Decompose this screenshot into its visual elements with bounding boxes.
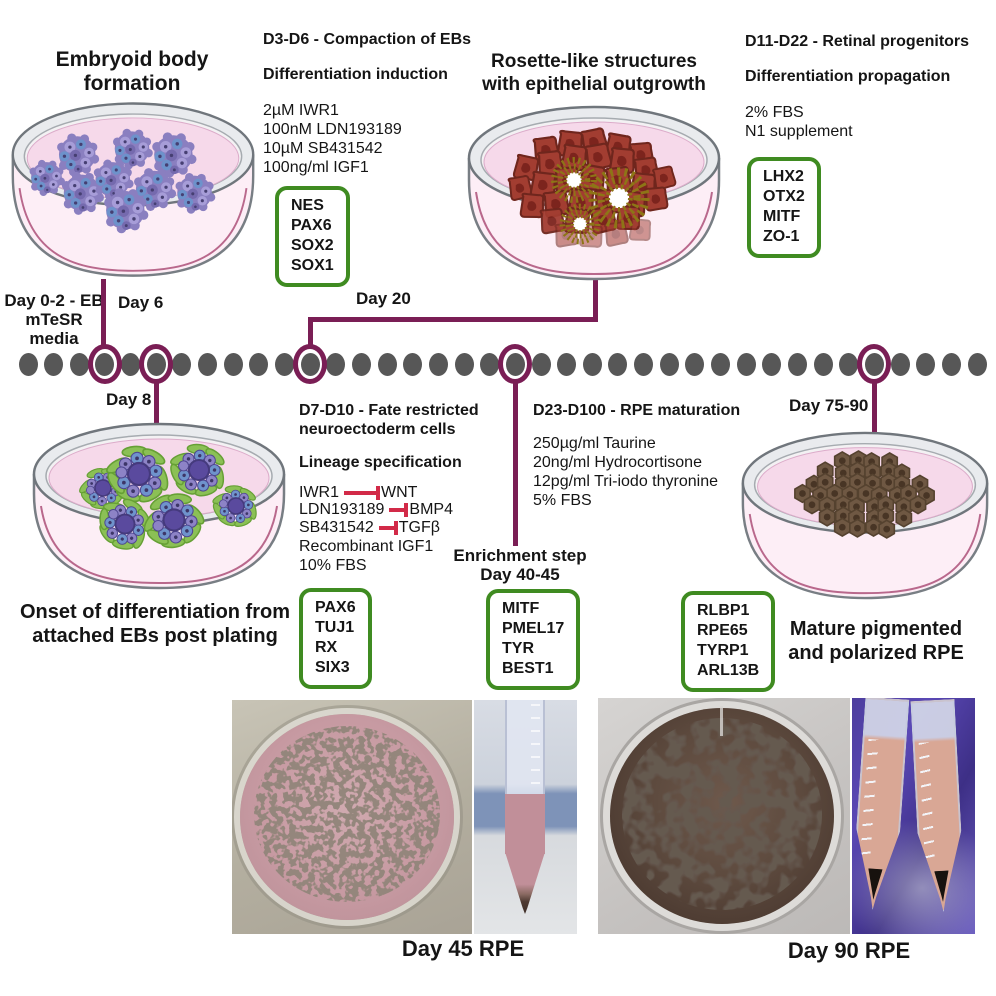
connector-day8: [154, 383, 159, 430]
enrichment-label: Enrichment step Day 40-45: [453, 546, 587, 584]
timeline-dot: [69, 352, 89, 376]
tube-graduations: [531, 704, 540, 844]
timeline-marker-ring-day6: [88, 344, 122, 384]
timeline-dot: [916, 352, 936, 376]
eb-formation-title: Embryoid body formation: [55, 48, 209, 95]
maturation-block: D23-D100 - RPE maturation 250µg/ml Tauri…: [533, 401, 748, 510]
attached-eb-dish-illustration: [32, 422, 286, 590]
inhibition-row: IWR1 WNT: [299, 483, 418, 501]
timeline-marker-ring-day8: [139, 344, 173, 384]
day45-photo-label: Day 45 RPE: [401, 936, 525, 961]
fate-extras: Recombinant IGF1 10% FBS: [299, 537, 434, 574]
mature-rpe-title: Mature pigmented and polarized RPE: [788, 618, 964, 664]
day45-pigment-speckle: [254, 726, 440, 902]
onset-title: Onset of differentiation from attached E…: [20, 601, 290, 647]
fate-inhibitions: IWR1 WNT LDN193189 BMP4 SB431542 TGFβ: [299, 484, 499, 537]
timeline-dot: [788, 352, 807, 376]
fate-subheading: Lineage specification: [299, 454, 462, 471]
day90-pigment-texture: [622, 718, 822, 910]
marker-box-enrichment: MITF PMEL17 TYR BEST1: [486, 589, 581, 690]
inhibition-row: LDN193189 BMP4: [299, 501, 453, 519]
timeline-dot: [428, 352, 448, 376]
retinal-block: D11-D22 - Retinal progenitors Differenti…: [745, 32, 990, 141]
timeline-dot: [377, 352, 397, 376]
compaction-block: D3-D6 - Compaction of EBs Differentiatio…: [263, 30, 483, 177]
connector-day6: [101, 279, 106, 345]
timeline-marker-ring-day40: [498, 344, 532, 384]
timeline-dot: [685, 352, 705, 376]
timeline-dot: [18, 352, 38, 376]
timeline-dot: [172, 352, 192, 376]
compaction-heading: D3-D6 - Compaction of EBs: [263, 31, 472, 48]
compaction-reagents: 2µM IWR1 100nM LDN193189 10µM SB431542 1…: [263, 102, 402, 176]
inhibition-arrow: [344, 485, 380, 500]
eb-formation-dish-illustration: [11, 102, 255, 277]
timeline-marker-ring-day20: [293, 344, 327, 384]
timeline-dot: [403, 352, 423, 376]
timeline-dot: [480, 352, 500, 376]
marker-box-retinal: LHX2 OTX2 MITF ZO-1: [747, 157, 821, 258]
day90-tubes-photo: [852, 698, 975, 934]
day90-photo-label: Day 90 RPE: [787, 938, 911, 963]
retinal-subheading: Differentiation propagation: [745, 68, 951, 85]
timeline-dot: [634, 352, 654, 376]
timeline-dot: [557, 352, 577, 376]
rosette-title: Rosette-like structures with epithelial …: [482, 51, 706, 95]
timeline-dot: [44, 352, 64, 376]
timeline-dot: [351, 352, 371, 376]
maturation-heading: D23-D100 - RPE maturation: [533, 402, 741, 419]
timeline-dot: [711, 352, 731, 376]
timeline-dot: [582, 352, 602, 376]
timeline-dot: [223, 352, 243, 376]
day45-tube-photo: [474, 700, 577, 934]
timeline-dot: [275, 352, 294, 376]
label-day0-2: Day 0-2 - EB mTeSR media: [4, 291, 104, 348]
timeline-dot: [198, 352, 218, 376]
timeline-dot: [531, 352, 551, 376]
connector-day20-horizontal: [308, 317, 598, 322]
label-day6: Day 6: [118, 293, 164, 312]
timeline-dot: [121, 352, 141, 376]
timeline-dot: [454, 352, 474, 376]
timeline-dot: [736, 352, 756, 376]
timeline-dot: [839, 352, 859, 376]
tube-media: [505, 794, 545, 854]
connector-rosette-dish: [593, 279, 598, 322]
inhibition-row: SB431542 TGFβ: [299, 518, 440, 536]
plate-notch: [720, 706, 723, 736]
timeline-dot: [813, 352, 833, 376]
day45-dish-photo: [232, 700, 472, 934]
connector-day20-vertical: [308, 319, 313, 346]
timeline-marker-ring-day7590: [857, 344, 891, 384]
retinal-heading: D11-D22 - Retinal progenitors: [745, 33, 970, 50]
connector-enrichment: [513, 383, 518, 546]
label-day20: Day 20: [356, 289, 411, 308]
timeline-dot: [249, 352, 269, 376]
timeline-dot: [941, 352, 961, 376]
timeline-dot: [762, 352, 782, 376]
marker-box-compaction: NES PAX6 SOX2 SOX1: [275, 186, 350, 287]
mature-rpe-dish-illustration: [741, 431, 989, 600]
day90-dish-photo: [598, 698, 850, 934]
fate-heading: D7-D10 - Fate restricted neuroectoderm c…: [299, 402, 479, 438]
fate-block: D7-D10 - Fate restricted neuroectoderm c…: [299, 401, 499, 575]
rosette-dish-illustration: [467, 105, 721, 281]
marker-box-mature: RLBP1 RPE65 TYRP1 ARL13B: [681, 591, 776, 692]
compaction-subheading: Differentiation induction: [263, 66, 448, 83]
connector-day7590: [872, 383, 877, 432]
timeline-dot: [967, 352, 987, 376]
retinal-reagents: 2% FBS N1 supplement: [745, 104, 853, 140]
label-day8: Day 8: [106, 390, 152, 409]
timeline-dot: [608, 352, 628, 376]
timeline-dot: [659, 352, 679, 376]
timeline-dot: [326, 352, 346, 376]
maturation-reagents: 250µg/ml Taurine 20ng/ml Hydrocortisone …: [533, 435, 718, 509]
marker-box-fate: PAX6 TUJ1 RX SIX3: [299, 588, 372, 689]
label-day75-90: Day 75-90: [789, 396, 869, 415]
tube-pellet: [505, 852, 545, 914]
inhibition-arrow: [389, 503, 409, 518]
timeline-dot: [890, 352, 910, 376]
inhibition-arrow: [378, 520, 398, 535]
